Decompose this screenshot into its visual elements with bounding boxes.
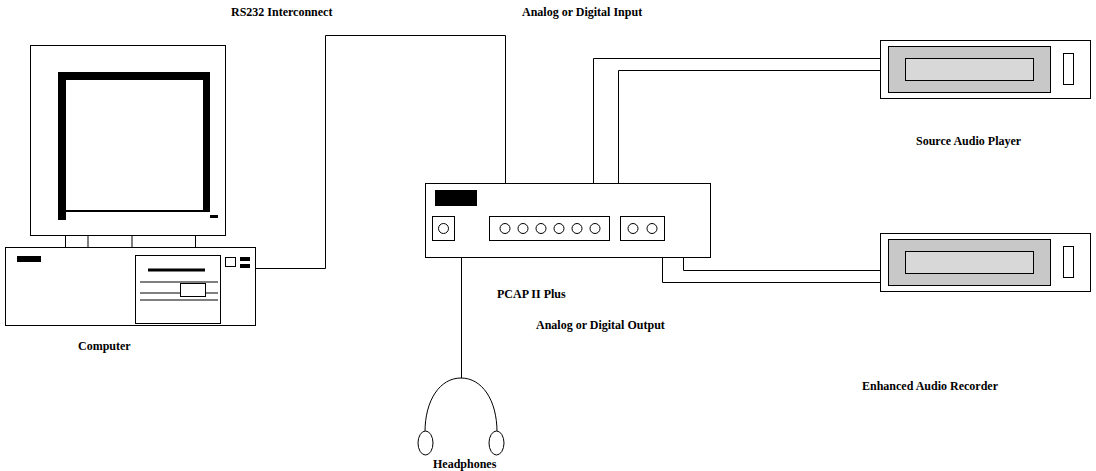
computer-case bbox=[6, 248, 256, 326]
device-label: Headphones bbox=[433, 457, 496, 471]
monitor-screen-frame bbox=[58, 72, 210, 220]
pcap-unit bbox=[426, 184, 711, 258]
device-label: Source Audio Player bbox=[916, 134, 1021, 148]
monitor-screen bbox=[66, 80, 204, 210]
cable bbox=[663, 258, 881, 283]
monitor-case bbox=[31, 46, 226, 236]
monitor-stand bbox=[66, 236, 196, 248]
cable-label: Analog or Digital Input bbox=[520, 5, 644, 19]
cable bbox=[461, 258, 462, 378]
cable-label: RS232 Interconnect bbox=[229, 5, 334, 19]
computer: Computer bbox=[5, 45, 256, 326]
device-label: Enhanced Audio Recorder bbox=[862, 379, 998, 393]
headphone-band bbox=[425, 378, 497, 432]
cable bbox=[256, 36, 506, 269]
device-label: PCAP II Plus bbox=[497, 287, 566, 301]
audio-recorder: Enhanced Audio Recorder bbox=[880, 233, 1091, 292]
device-label: Computer bbox=[78, 339, 131, 353]
headphones: Headphones bbox=[415, 378, 507, 455]
cable-label: Analog or Digital Output bbox=[534, 318, 667, 332]
recorder-case bbox=[881, 234, 1091, 292]
pcap-unit: PCAP II Plus bbox=[425, 183, 711, 258]
cable bbox=[594, 59, 881, 184]
player-case bbox=[881, 41, 1091, 99]
source-player: Source Audio Player bbox=[880, 40, 1091, 99]
